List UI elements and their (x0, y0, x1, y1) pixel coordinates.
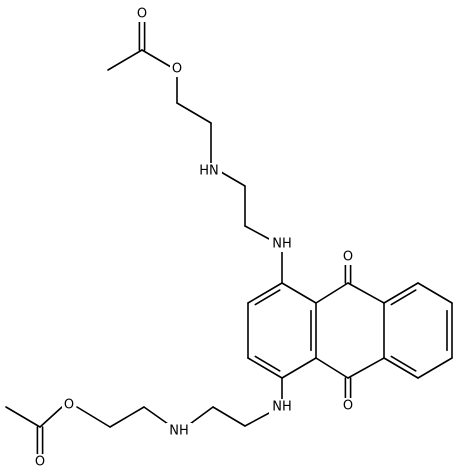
bond-ring-right-inner-a (390, 289, 417, 306)
bond-layer (5, 19, 453, 455)
bond-ring-right-1 (383, 282, 419, 304)
bond-top-ch2-ring-nh (244, 225, 272, 241)
bond-top-acetyl-methyl (107, 49, 143, 71)
svg-text:O: O (343, 250, 353, 265)
atom-n-top-upper: HN (196, 163, 222, 179)
bond-bottom-ch2-ch2 (212, 406, 246, 427)
bond-top-ch2-ch2 (176, 102, 212, 124)
bond-ring-left-3 (281, 357, 317, 379)
atom-n-top-ring: NH (269, 236, 295, 252)
bond-top-nh-ch2 (220, 171, 246, 187)
bond-ring-right-4 (417, 357, 453, 379)
atom-label-layer: O O HN NH O O NH NH (33, 6, 355, 470)
bond-quinone-2 (347, 282, 385, 304)
bond-ring-right-2 (417, 282, 453, 304)
atom-o-bottom-ester: O (62, 397, 76, 413)
bond-bottom-ch2-nh (189, 406, 214, 425)
svg-text:NH: NH (272, 400, 292, 415)
atom-o-top-ester: O (170, 61, 184, 77)
bond-bottom-o-c (39, 406, 63, 428)
atom-o-quinone-bottom: O (341, 398, 355, 414)
atom-o-quinone-top: O (341, 249, 355, 265)
bond-ring-left-inner-b (254, 355, 281, 372)
atom-n-bottom-chain: NH (166, 423, 192, 439)
bond-bottom-acetyl-methyl (5, 406, 41, 428)
svg-text:NH: NH (272, 237, 292, 252)
svg-text:O: O (172, 62, 182, 77)
bond-quinone-1 (315, 282, 349, 304)
atom-o-top-carbonyl: O (135, 6, 149, 22)
bond-bottom-ch2-ch2-b (109, 406, 145, 428)
bond-quinone-4 (347, 357, 385, 379)
bond-ring-left-6 (247, 282, 283, 304)
atom-o-bottom-carbonyl: O (33, 454, 47, 470)
bond-top-ester-c-o (141, 49, 172, 68)
bond-ring-right-5 (383, 357, 419, 379)
svg-text:O: O (343, 399, 353, 414)
bond-quinone-5 (315, 357, 349, 379)
bond-ring-right-inner-c (390, 355, 417, 372)
bond-ring-left-1 (281, 282, 317, 304)
bond-bottom-nh-ch2 (244, 411, 272, 427)
svg-text:O: O (35, 455, 45, 470)
svg-text:O: O (64, 398, 74, 413)
svg-text:NH: NH (169, 424, 189, 439)
bond-ring-left-inner-a (254, 289, 281, 306)
atom-n-bottom-ring: NH (269, 399, 295, 415)
bond-ring-left-4 (247, 357, 283, 379)
bond-bottom-ch2-o (76, 406, 111, 428)
svg-text:O: O (137, 7, 147, 22)
svg-text:HN: HN (199, 164, 219, 179)
bond-bottom-nh-ch2-b (143, 406, 169, 425)
